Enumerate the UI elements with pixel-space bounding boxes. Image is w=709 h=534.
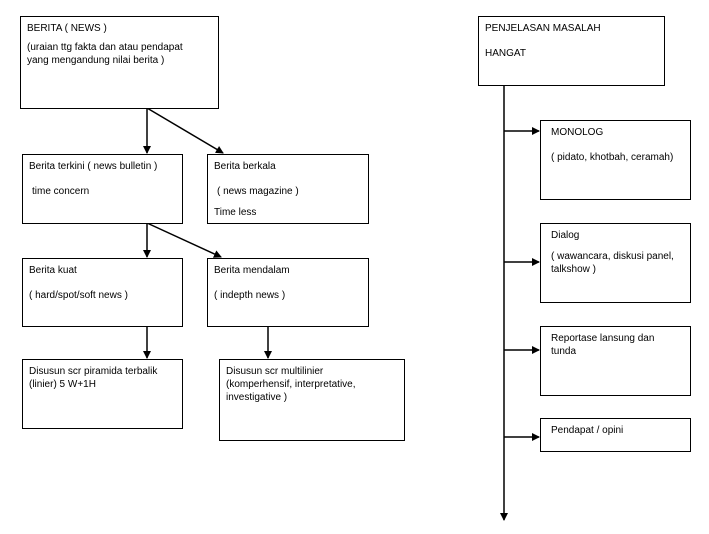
reportase-title: Reportase lansung dan tunda [551,333,655,357]
berita-terkini-desc: time concern [32,186,90,197]
box-berita-berkala: Berita berkala ( news magazine ) Time le… [207,154,369,224]
monolog-title: MONOLOG [551,127,604,138]
box-multilinier: Disusun scr multilinier (komperhensif, i… [219,359,405,441]
monolog-desc: ( pidato, khotbah, ceramah) [551,152,674,163]
box-monolog: MONOLOG ( pidato, khotbah, ceramah) [540,120,691,200]
berita-terkini-title: Berita terkini ( news bulletin ) [29,161,158,172]
box-pendapat-opini: Pendapat / opini [540,418,691,452]
dialog-desc: ( wawancara, diskusi panel, talkshow ) [551,251,674,275]
arrow-berita-to-berkala [146,107,224,154]
pendapat-opini-title: Pendapat / opini [551,425,624,436]
berita-mendalam-desc: ( indepth news ) [214,290,286,301]
box-berita-kuat: Berita kuat ( hard/spot/soft news ) [22,258,183,327]
berita-berkala-extra: Time less [214,207,257,218]
berita-news-title: BERITA ( NEWS ) [27,23,107,34]
penjelasan-header-line2: HANGAT [485,48,526,59]
box-berita-terkini: Berita terkini ( news bulletin ) time co… [22,154,183,224]
box-piramida-terbalik: Disusun scr piramida terbalik (linier) 5… [22,359,183,429]
berita-berkala-title: Berita berkala [214,161,276,172]
berita-kuat-title: Berita kuat [29,265,77,276]
multilinier-text: Disusun scr multilinier (komperhensif, i… [226,366,356,403]
arrow-terkini-to-mendalam [146,222,222,258]
dialog-title: Dialog [551,230,580,241]
penjelasan-header-line1: PENJELASAN MASALAH [485,23,601,34]
box-berita-news: BERITA ( NEWS ) (uraian ttg fakta dan at… [20,16,219,109]
box-berita-mendalam: Berita mendalam ( indepth news ) [207,258,369,327]
berita-kuat-desc: ( hard/spot/soft news ) [29,290,128,301]
box-dialog: Dialog ( wawancara, diskusi panel, talks… [540,223,691,303]
box-penjelasan-masalah: PENJELASAN MASALAH HANGAT [478,16,665,86]
berita-berkala-desc: ( news magazine ) [217,186,299,197]
piramida-terbalik-text: Disusun scr piramida terbalik (linier) 5… [29,366,158,390]
berita-mendalam-title: Berita mendalam [214,265,290,276]
berita-news-desc: (uraian ttg fakta dan atau pendapat yang… [27,42,183,66]
box-reportase: Reportase lansung dan tunda [540,326,691,396]
